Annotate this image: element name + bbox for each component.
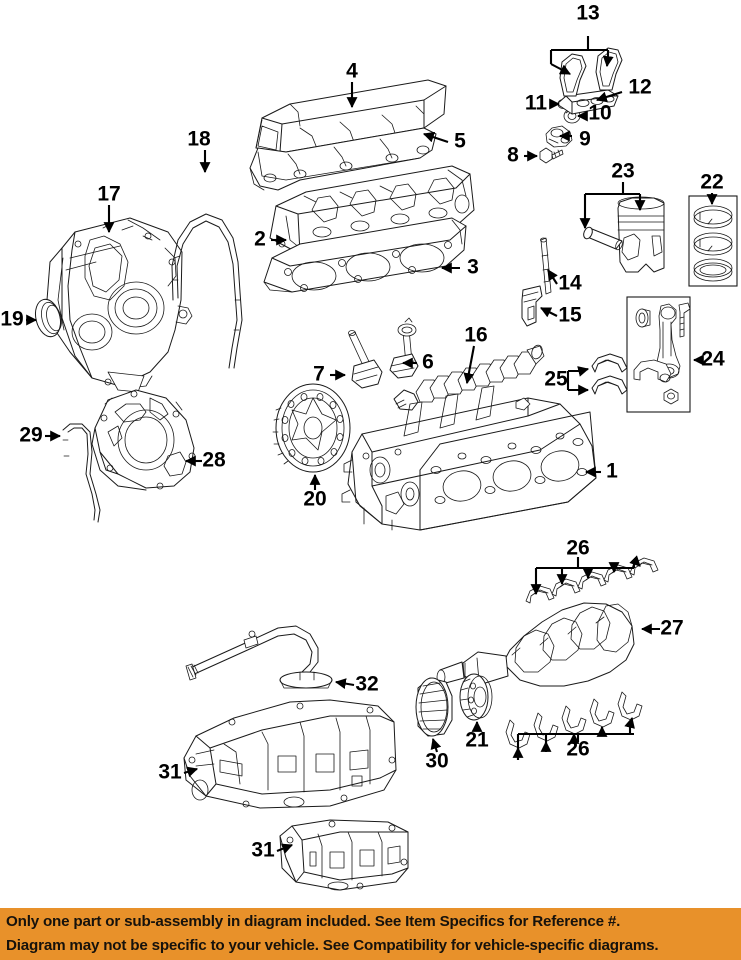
callout-number-exhaust-valve: 6 xyxy=(422,351,434,374)
leader-26-lower xyxy=(512,716,635,760)
part-crankshaft-sensor-reluctor-ring xyxy=(272,383,351,473)
leader-31 xyxy=(183,766,199,778)
callout-number-timing-cover: 17 xyxy=(97,183,120,206)
part-rocker-arm-pair xyxy=(559,47,623,97)
footer-line-1: Only one part or sub-assembly in diagram… xyxy=(6,913,621,930)
part-cylinder-head-gasket xyxy=(263,217,467,293)
callout-number-intake-valve: 7 xyxy=(313,363,325,386)
leader-13 xyxy=(549,36,614,75)
callout-number-piston-and-wrist-pin: 23 xyxy=(611,160,634,183)
part-front-crankshaft-seal xyxy=(34,298,62,338)
leader-32 xyxy=(334,678,355,690)
part-engine-cylinder-block xyxy=(341,385,597,531)
leader-16 xyxy=(463,345,476,385)
part-crankshaft-timing-gear xyxy=(459,673,493,721)
callout-number-camshaft: 16 xyxy=(464,324,487,347)
part-lower-oil-pan xyxy=(279,819,409,891)
part-upper-oil-pan xyxy=(183,699,397,809)
leader-31b xyxy=(276,843,294,854)
callout-number-main-bearing-upper-set: 26 xyxy=(566,537,589,560)
callout-number-rocker-shaft-spacer: 11 xyxy=(525,92,548,115)
callout-number-main-bearing-lower-set: 26 xyxy=(566,738,589,761)
leader-23 xyxy=(579,182,646,230)
callout-number-camshaft-bearing-cap: 12 xyxy=(628,76,651,99)
part-intake-valve xyxy=(348,330,383,389)
callout-number-piston-ring-set: 22 xyxy=(700,171,723,194)
footer-disclaimer-banner: Only one part or sub-assembly in diagram… xyxy=(0,908,741,960)
callout-number-push-rod: 14 xyxy=(558,272,582,295)
callout-number-crankshaft-timing-gear: 21 xyxy=(465,729,489,752)
part-rocker-arm-bolt xyxy=(539,147,564,164)
part-rear-engine-cover xyxy=(91,389,196,491)
callout-number-crankshaft-sensor-reluctor-ring: 20 xyxy=(303,488,326,511)
part-piston-ring-set xyxy=(688,195,738,287)
callout-number-oil-pump-pickup-tube: 32 xyxy=(355,673,378,696)
part-connecting-rod-bearing xyxy=(591,353,628,395)
part-valve-cover-gasket xyxy=(249,127,437,191)
callout-number-cylinder-head-gasket: 3 xyxy=(467,256,479,279)
part-exhaust-valve xyxy=(389,317,419,379)
callout-number-lash-adjuster-retainer: 10 xyxy=(588,102,611,125)
callout-number-crankshaft-pulley-damper: 30 xyxy=(425,750,448,773)
callout-number-connecting-rod-assembly: 24 xyxy=(701,348,725,371)
leader-5 xyxy=(422,131,449,143)
callout-number-upper-oil-pan: 31 xyxy=(158,761,182,784)
callout-number-lower-oil-pan: 31 xyxy=(251,839,275,862)
part-push-rod xyxy=(540,237,552,295)
engine-exploded-diagram: 1234567891011121314151617181920212223242… xyxy=(0,2,738,891)
callout-number-rocker-arm: 9 xyxy=(579,128,591,151)
callout-number-hydraulic-valve-lifter: 15 xyxy=(558,304,582,327)
callout-number-crankshaft: 27 xyxy=(660,617,683,640)
leader-25 xyxy=(566,366,590,396)
callout-number-rear-engine-cover: 28 xyxy=(202,449,226,472)
callout-number-engine-cylinder-block: 1 xyxy=(606,460,618,483)
part-crankshaft-pulley-damper xyxy=(415,677,453,737)
part-timing-cover xyxy=(46,217,193,393)
callout-number-cylinder-head: 2 xyxy=(254,228,266,251)
callout-number-rocker-arm-bolt: 8 xyxy=(507,144,519,167)
callout-number-valve-cover: 4 xyxy=(346,60,358,83)
part-cylinder-head xyxy=(269,165,475,255)
part-piston-and-wrist-pin xyxy=(583,196,665,273)
leader-12 xyxy=(595,90,623,103)
part-connecting-rod-assembly xyxy=(626,296,691,413)
part-hydraulic-valve-lifter xyxy=(521,285,543,327)
callout-number-rocker-arm-pair: 13 xyxy=(576,2,599,25)
part-crankshaft xyxy=(436,602,635,687)
callout-number-front-crankshaft-seal: 19 xyxy=(0,308,23,331)
part-rear-cover-gasket xyxy=(62,423,101,523)
part-timing-cover-gasket xyxy=(171,213,243,369)
leader-30 xyxy=(430,737,442,753)
leader-15 xyxy=(540,307,558,318)
callout-number-connecting-rod-bearing: 25 xyxy=(544,368,568,391)
leader-26-upper xyxy=(530,555,641,596)
callout-number-timing-cover-gasket: 18 xyxy=(187,128,211,151)
part-oil-pump-pickup-tube xyxy=(185,625,333,689)
footer-line-2: Diagram may not be specific to your vehi… xyxy=(6,937,659,954)
callout-number-rear-cover-gasket: 29 xyxy=(19,424,42,447)
leader-14 xyxy=(547,269,558,285)
callout-number-valve-cover-gasket: 5 xyxy=(454,130,466,153)
